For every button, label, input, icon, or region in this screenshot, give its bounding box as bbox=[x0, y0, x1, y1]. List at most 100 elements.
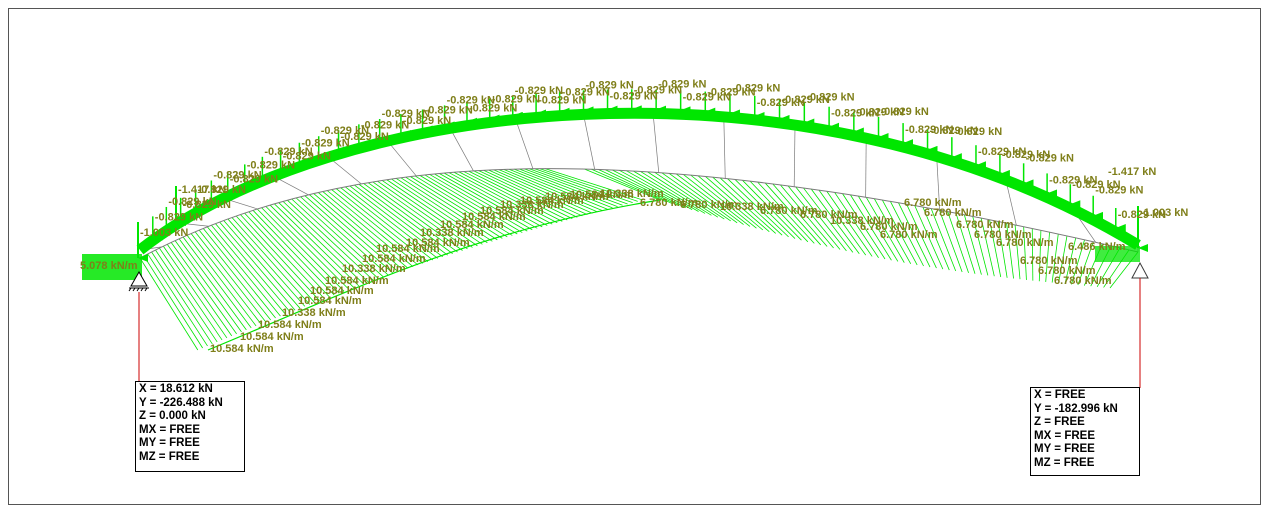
left-hatch-line bbox=[295, 197, 384, 278]
left-hatch-line bbox=[488, 169, 588, 215]
point-load-label: -0.829 kN bbox=[425, 105, 473, 117]
load-labels: -1.003 kN -1.417 kN -1.003 kN -1.417 kN … bbox=[80, 79, 1188, 355]
point-load-label: -0.829 kN bbox=[301, 138, 349, 150]
left-distributed-load-label: 10.338 kN/m bbox=[600, 188, 664, 200]
left-hatch-line bbox=[261, 207, 345, 292]
point-load-label: -0.829 kN bbox=[707, 87, 755, 99]
left-hatch-line bbox=[534, 168, 633, 204]
point-load-label: -0.829 kN bbox=[492, 94, 540, 106]
left-distributed-load-label: 10.584 kN/m bbox=[462, 211, 526, 223]
left-distributed-load-label: 10.338 kN/m bbox=[420, 227, 484, 239]
left-hatch-line bbox=[313, 193, 404, 271]
right-hatch-line bbox=[826, 191, 873, 257]
right-hatch-line bbox=[619, 169, 693, 210]
right-hatch-line bbox=[633, 170, 706, 214]
right-hatch-line bbox=[963, 214, 982, 275]
point-load-label: -0.829 kN bbox=[341, 131, 389, 143]
point-load-label: -0.829 kN bbox=[1026, 152, 1074, 164]
left-distributed-load-label: 10.584 kN/m bbox=[545, 191, 609, 203]
right-distributed-load-label: 6.780 kN/m bbox=[956, 219, 1014, 231]
right-hatch-line bbox=[939, 209, 963, 273]
point-load-label: -0.829 kN bbox=[954, 126, 1002, 138]
right-hatch-line bbox=[1038, 230, 1042, 282]
left-hatch-line bbox=[304, 195, 394, 274]
right-hatch-line bbox=[818, 189, 867, 256]
left-hatch-line bbox=[483, 169, 583, 217]
right-hatch-line bbox=[858, 195, 899, 262]
right-distributed-load-label: 6.780 kN/m bbox=[904, 197, 962, 209]
left-hatch-line bbox=[354, 184, 448, 256]
left-hatch-line bbox=[473, 170, 573, 219]
point-load-label: -0.829 kN bbox=[683, 91, 731, 103]
left-reaction-mx: MX = FREE bbox=[139, 423, 201, 436]
point-load-label: -0.829 kN bbox=[806, 92, 854, 104]
left-hatch-line bbox=[248, 211, 330, 298]
point-load-label: -0.829 kN bbox=[634, 84, 682, 96]
left-hatch-line bbox=[349, 185, 443, 258]
right-hatch-line bbox=[640, 171, 712, 216]
truss-web-member bbox=[865, 138, 867, 198]
left-distributed-load-hatch bbox=[139, 168, 661, 351]
left-hatch-line bbox=[269, 204, 355, 288]
truss-web-member bbox=[1005, 180, 1017, 226]
left-hatch-line bbox=[326, 190, 419, 266]
truss-web-member bbox=[515, 119, 534, 169]
left-hatch-line bbox=[453, 171, 553, 225]
left-distributed-load-label: 10.584 kN/m bbox=[310, 285, 374, 297]
right-hatch-line bbox=[890, 201, 924, 267]
left-hatch-line bbox=[139, 257, 199, 351]
right-reaction-mx: MX = FREE bbox=[1034, 429, 1096, 442]
right-hatch-line bbox=[955, 213, 976, 274]
right-hatch-line bbox=[795, 186, 847, 252]
left-hatch-line bbox=[340, 187, 434, 261]
right-hatch-line bbox=[727, 178, 789, 238]
left-hatch-line bbox=[227, 218, 306, 307]
right-hatch-line bbox=[647, 171, 719, 218]
left-hatch-line bbox=[182, 236, 252, 329]
point-load-label: -0.829 kN bbox=[782, 94, 830, 106]
left-load-boundary bbox=[207, 199, 661, 351]
left-hatch-line bbox=[519, 168, 618, 207]
right-distributed-load-label: 6.780 kN/m bbox=[1020, 255, 1078, 267]
right-distributed-load-label: 6.780 kN/m bbox=[760, 205, 818, 217]
left-distributed-load-label: 10.338 kN/m bbox=[500, 199, 564, 211]
left-hatch-line bbox=[508, 168, 608, 210]
left-reaction-my: MY = FREE bbox=[139, 437, 200, 449]
right-hatch-line bbox=[612, 169, 686, 209]
right-hatch-line bbox=[898, 202, 931, 268]
left-hatch-line bbox=[372, 181, 468, 250]
point-load-label: -0.829 kN bbox=[831, 108, 879, 120]
right-hatch-line bbox=[810, 188, 860, 254]
point-load-label: -0.829 kN bbox=[247, 159, 295, 171]
point-load-label: -0.829 kN bbox=[538, 94, 586, 106]
right-hatch-line bbox=[865, 197, 905, 263]
point-load-label: -0.829 kN bbox=[183, 199, 231, 211]
left-distributed-load-label: 10.584 kN/m bbox=[376, 243, 440, 255]
truss-web-member bbox=[793, 125, 796, 187]
left-hatch-line bbox=[256, 208, 340, 294]
point-load-label: -0.829 kN bbox=[732, 82, 780, 94]
right-hatch-line bbox=[1031, 228, 1034, 281]
right-hatch-line bbox=[947, 211, 969, 273]
point-load-label: -0.829 kN bbox=[403, 115, 451, 127]
left-hatch-line bbox=[309, 194, 399, 273]
right-reaction-my: MY = FREE bbox=[1034, 443, 1095, 455]
right-hatch-line bbox=[661, 172, 731, 222]
left-hatch-line bbox=[498, 169, 598, 213]
right-hatch-line bbox=[668, 173, 738, 224]
right-hatch-line bbox=[1045, 232, 1050, 282]
right-distributed-load-label: 6.780 kN/m bbox=[1054, 275, 1112, 287]
left-hatch-line bbox=[429, 174, 528, 232]
right-hatch-line bbox=[873, 198, 912, 264]
right-distributed-load-label: 6.780 kN/m bbox=[680, 199, 738, 211]
left-hatch-line bbox=[151, 251, 213, 345]
point-load-label: -0.829 kN bbox=[168, 196, 216, 208]
left-distributed-load-label: 10.584 kN/m bbox=[258, 319, 322, 331]
left-hatch-line bbox=[322, 191, 414, 267]
right-hatch-line bbox=[1014, 224, 1021, 280]
truss-web-member bbox=[387, 140, 417, 177]
point-load-label: -0.829 kN bbox=[1002, 149, 1050, 161]
right-hatch-line bbox=[675, 173, 744, 225]
left-hatch-line bbox=[478, 170, 578, 218]
left-hatch-line bbox=[219, 221, 296, 311]
